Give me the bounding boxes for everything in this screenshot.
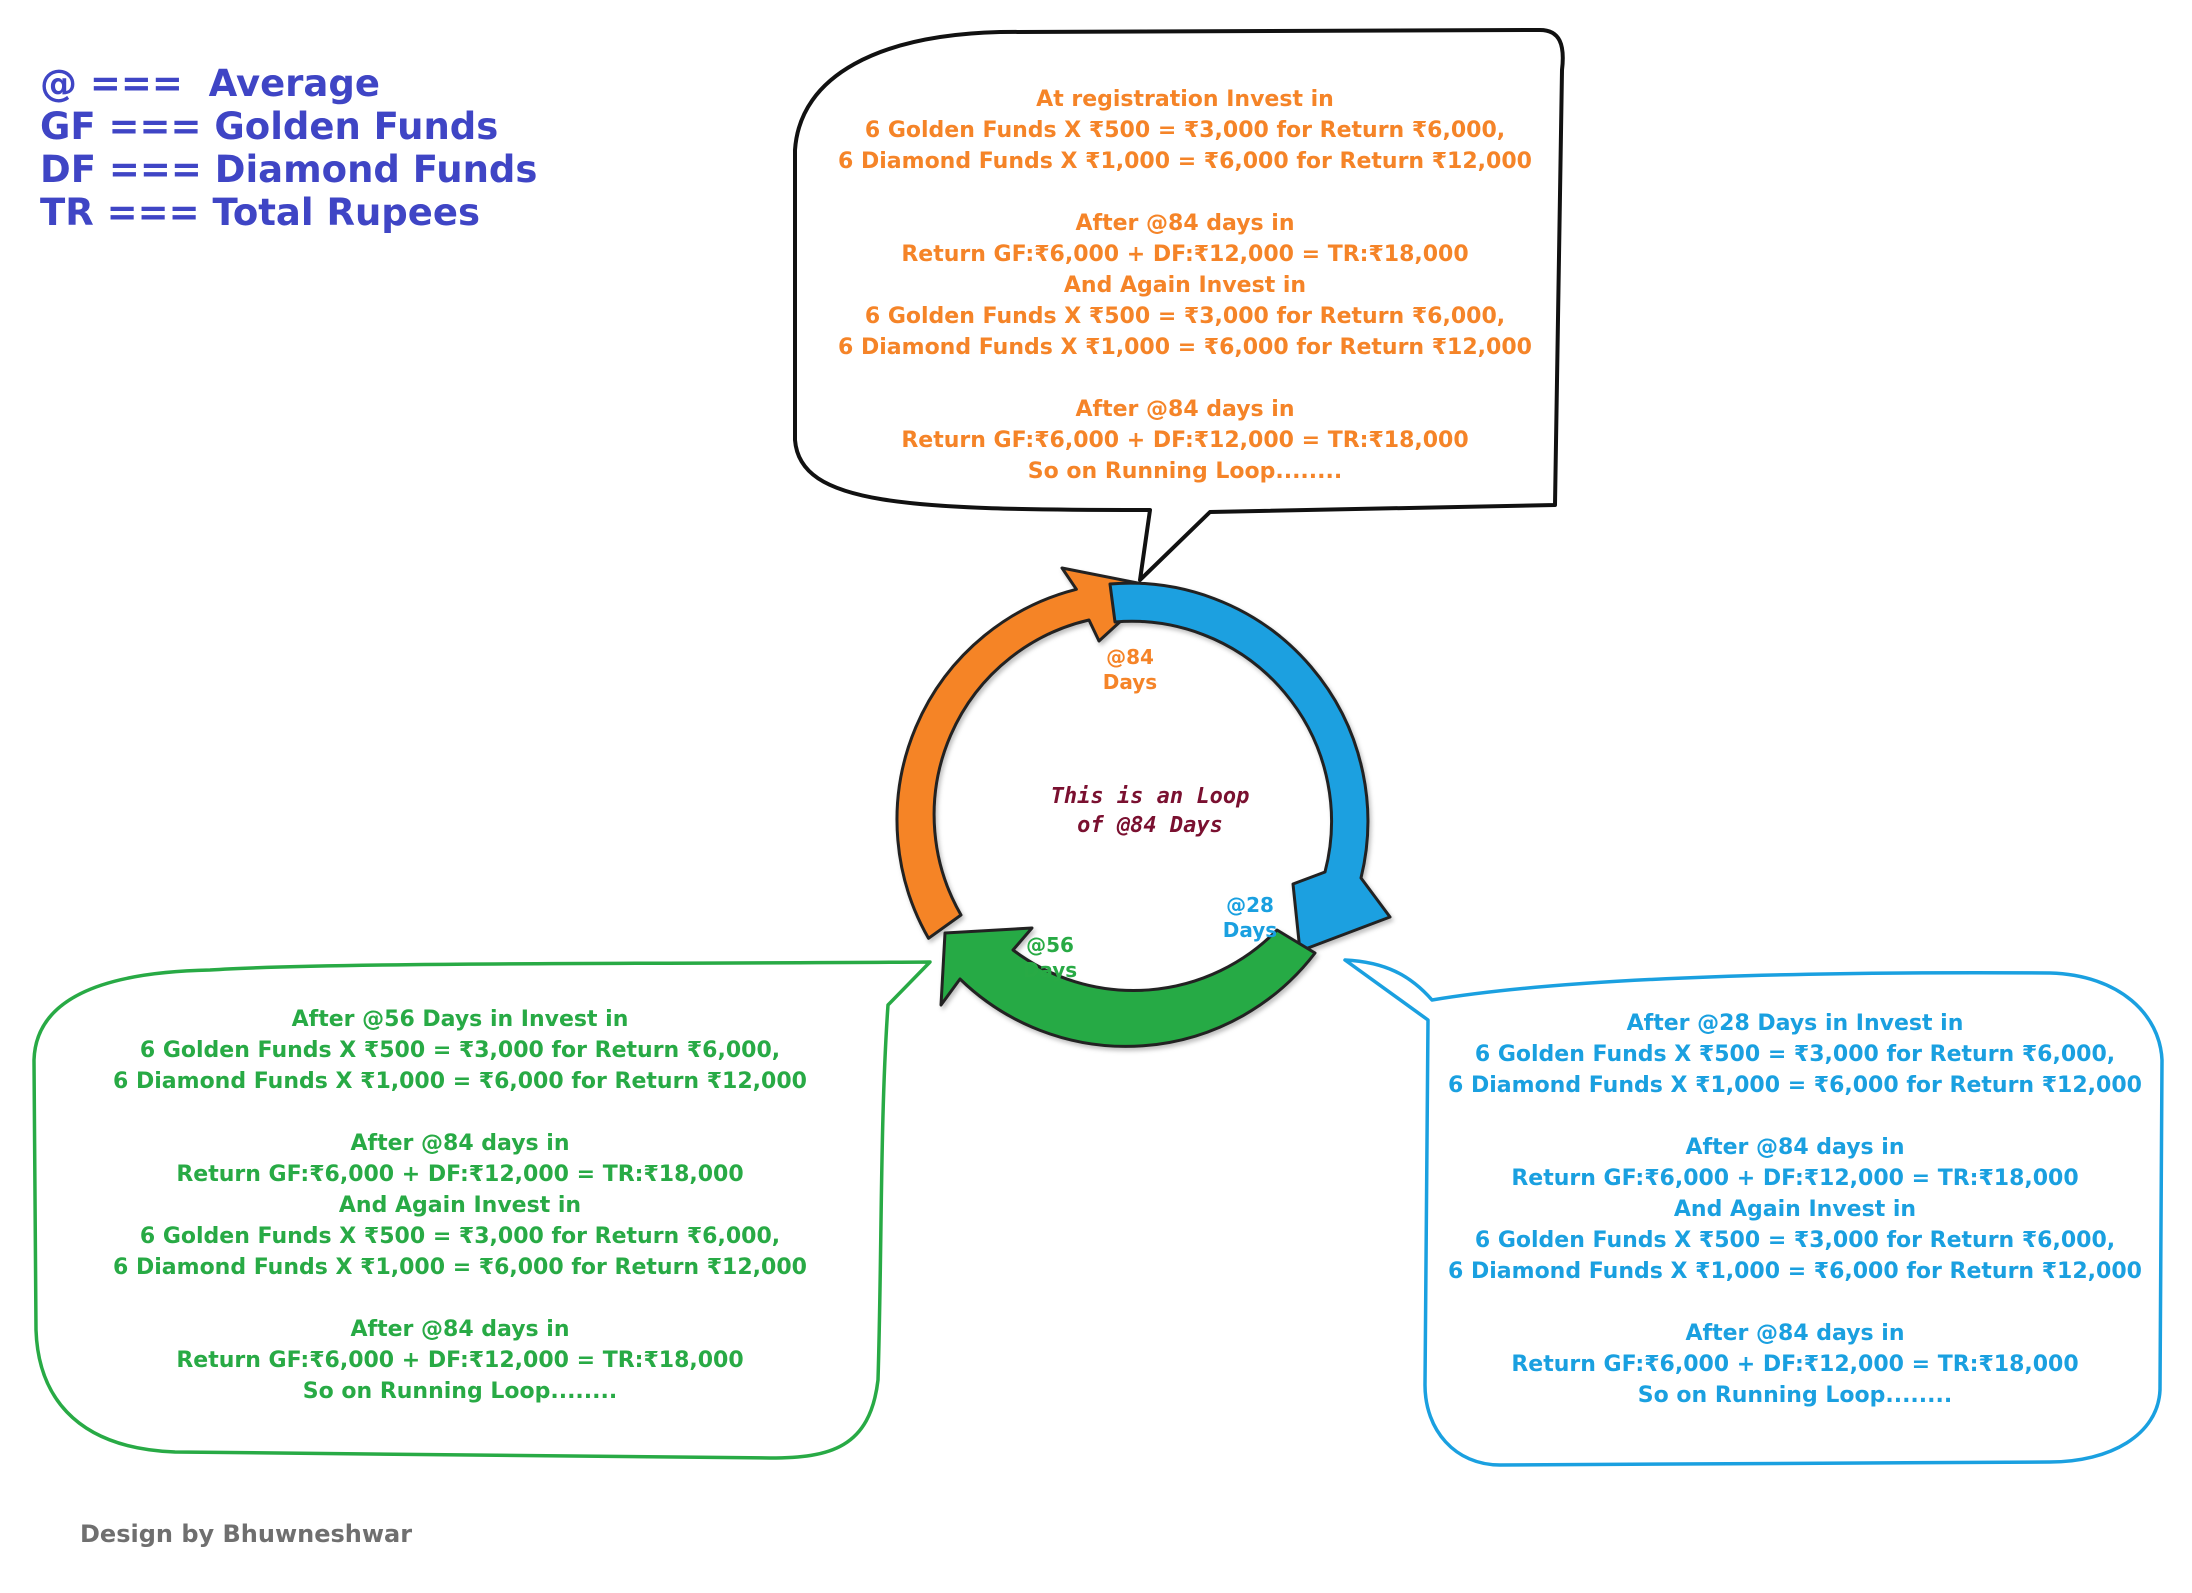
right-line: After @84 days in [1685, 1135, 1905, 1160]
left-line: So on Running Loop........ [302, 1379, 618, 1404]
top-line: Return GF:₹6,000 + DF:₹12,000 = TR:₹18,0… [901, 428, 1469, 453]
left-line: And Again Invest in [338, 1193, 582, 1218]
top-line: After @84 days in [1075, 211, 1295, 236]
right-line: 6 Golden Funds X ₹500 = ₹3,000 for Retur… [1474, 1228, 2116, 1253]
right-bubble-text: After @28 Days in Invest in 6 Golden Fun… [1395, 1008, 2192, 1411]
right-line: After @84 days in [1685, 1321, 1905, 1346]
label-56-days: @56 Days [1015, 933, 1085, 983]
left-line: Return GF:₹6,000 + DF:₹12,000 = TR:₹18,0… [176, 1348, 744, 1373]
label-84-days: @84 Days [1095, 645, 1165, 695]
right-line: After @28 Days in Invest in [1626, 1011, 1964, 1036]
left-line: 6 Golden Funds X ₹500 = ₹3,000 for Retur… [139, 1224, 781, 1249]
right-speech-bubble [1343, 958, 2164, 1467]
left-line: After @84 days in [350, 1317, 570, 1342]
legend-total-rupees: TR === Total Rupees [40, 191, 480, 234]
legend: @ === Average GF === Golden Funds DF ===… [40, 62, 537, 234]
top-gap [785, 363, 1585, 394]
top-line: After @84 days in [1075, 397, 1295, 422]
left-gap [60, 1097, 860, 1128]
left-bubble-text: After @56 Days in Invest in 6 Golden Fun… [60, 1004, 860, 1407]
left-line: 6 Diamond Funds X ₹1,000 = ₹6,000 for Re… [113, 1255, 807, 1280]
top-line: 6 Diamond Funds X ₹1,000 = ₹6,000 for Re… [838, 149, 1532, 174]
right-line: So on Running Loop........ [1637, 1383, 1953, 1408]
top-line: 6 Golden Funds X ₹500 = ₹3,000 for Retur… [864, 118, 1506, 143]
top-line: And Again Invest in [1063, 273, 1307, 298]
center-line-2: of @84 Days [1077, 813, 1223, 838]
legend-golden-funds: GF === Golden Funds [40, 105, 499, 148]
label-28-days: @28 Days [1215, 893, 1285, 943]
label-28-unit: Days [1222, 918, 1278, 942]
left-line: 6 Golden Funds X ₹500 = ₹3,000 for Retur… [139, 1038, 781, 1063]
left-line: 6 Diamond Funds X ₹1,000 = ₹6,000 for Re… [113, 1069, 807, 1094]
top-line: 6 Diamond Funds X ₹1,000 = ₹6,000 for Re… [838, 335, 1532, 360]
legend-diamond-funds: DF === Diamond Funds [40, 148, 538, 191]
right-line: Return GF:₹6,000 + DF:₹12,000 = TR:₹18,0… [1511, 1352, 2079, 1377]
right-line: 6 Golden Funds X ₹500 = ₹3,000 for Retur… [1474, 1042, 2116, 1067]
label-56-unit: Days [1022, 958, 1078, 982]
right-line: 6 Diamond Funds X ₹1,000 = ₹6,000 for Re… [1448, 1259, 2142, 1284]
left-gap [60, 1283, 860, 1314]
label-84-unit: Days [1102, 670, 1158, 694]
label-56-value: @56 [1026, 933, 1074, 957]
legend-average: @ === Average [40, 62, 380, 105]
left-line: After @56 Days in Invest in [291, 1007, 629, 1032]
center-line-1: This is an Loop [1050, 784, 1250, 809]
right-gap [1395, 1101, 2192, 1132]
label-28-value: @28 [1226, 893, 1274, 917]
top-gap [785, 177, 1585, 208]
top-line: Return GF:₹6,000 + DF:₹12,000 = TR:₹18,0… [901, 242, 1469, 267]
design-credit: Design by Bhuwneshwar [80, 1520, 413, 1548]
right-line: Return GF:₹6,000 + DF:₹12,000 = TR:₹18,0… [1511, 1166, 2079, 1191]
top-line: At registration Invest in [1036, 87, 1334, 112]
left-line: After @84 days in [350, 1131, 570, 1156]
top-bubble-text: At registration Invest in 6 Golden Funds… [785, 84, 1585, 487]
label-84-value: @84 [1106, 645, 1154, 669]
blue-cycle-arrow [1108, 581, 1392, 953]
top-speech-bubble [793, 28, 1565, 582]
right-line: 6 Diamond Funds X ₹1,000 = ₹6,000 for Re… [1448, 1073, 2142, 1098]
green-cycle-arrow [939, 926, 1317, 1048]
right-line: And Again Invest in [1673, 1197, 1917, 1222]
left-line: Return GF:₹6,000 + DF:₹12,000 = TR:₹18,0… [176, 1162, 744, 1187]
orange-cycle-arrow [895, 566, 1160, 940]
top-line: 6 Golden Funds X ₹500 = ₹3,000 for Retur… [864, 304, 1506, 329]
right-gap [1395, 1287, 2192, 1318]
loop-center-caption: This is an Loop of @84 Days [1010, 782, 1290, 840]
left-speech-bubble [32, 960, 932, 1460]
top-line: So on Running Loop........ [1027, 459, 1343, 484]
